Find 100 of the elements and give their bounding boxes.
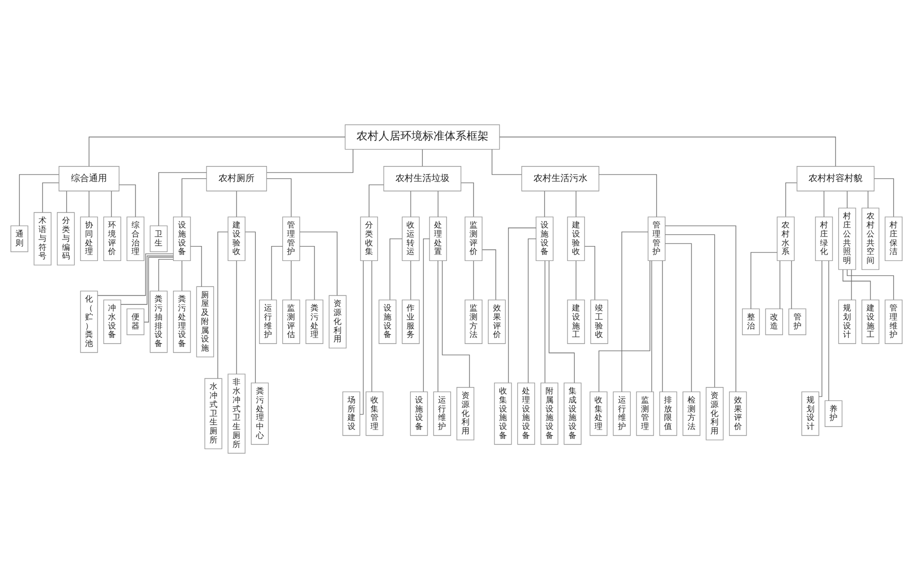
- node-box: 设施设备: [378, 299, 396, 344]
- connector: [548, 260, 575, 383]
- connector: [368, 184, 384, 217]
- connector: [662, 260, 663, 392]
- node-box: 卫生: [150, 224, 168, 252]
- connector: [842, 268, 871, 300]
- connector: [158, 258, 174, 291]
- connector: [492, 148, 522, 174]
- connector: [290, 260, 292, 300]
- node-box: 收集处理: [590, 390, 608, 436]
- connector: [528, 238, 536, 383]
- node-box: 分类收集: [360, 216, 378, 260]
- node-box: 检测方法: [682, 390, 700, 436]
- connector: [664, 242, 692, 392]
- node-box: 规划设计: [801, 390, 820, 436]
- node-box: 综合通用: [58, 166, 120, 191]
- connector: [266, 148, 354, 172]
- connector: [818, 260, 822, 396]
- connector: [66, 190, 67, 212]
- node-box: 粪污处理中心: [250, 382, 269, 444]
- node-box: 监测评价: [464, 216, 482, 260]
- connector: [482, 248, 496, 300]
- node-box: 厕屋及附属设施: [196, 286, 214, 357]
- connector: [300, 245, 315, 300]
- connector: [665, 224, 736, 392]
- connector: [19, 174, 60, 226]
- connector: [544, 260, 546, 383]
- connector: [190, 245, 202, 286]
- node-box: 村庄保洁: [884, 216, 903, 260]
- connector: [508, 227, 536, 383]
- node-box: 设施设备: [410, 390, 428, 436]
- node-box: 效果评价: [729, 390, 747, 436]
- connector: [499, 136, 836, 166]
- node-box: 农村公共空间: [862, 207, 880, 270]
- connector: [750, 252, 778, 309]
- node-box: 集成设施设备: [564, 382, 582, 444]
- connector: [300, 231, 338, 296]
- connector: [217, 231, 228, 378]
- node-box: 改造: [765, 308, 783, 335]
- node-box: 农村生活污水: [521, 166, 600, 191]
- connector: [651, 260, 652, 392]
- node-box: 建设验收: [567, 216, 585, 260]
- connector: [244, 231, 256, 383]
- connector: [423, 238, 430, 392]
- connector: [791, 260, 792, 309]
- node-box: 环境评价: [103, 216, 122, 260]
- connector: [584, 245, 596, 300]
- node-box: 运行维护: [259, 299, 277, 344]
- connector: [158, 172, 207, 226]
- node-box: 养护: [824, 400, 842, 426]
- connector: [828, 260, 830, 400]
- connector: [410, 190, 412, 217]
- node-box: 效果评价: [488, 299, 506, 344]
- connector: [846, 268, 894, 300]
- node-box: 作业服务: [402, 299, 420, 344]
- node-box: 冲水设备: [103, 299, 122, 344]
- node-box: 建设验收: [228, 216, 246, 260]
- connector: [266, 178, 292, 217]
- node-box: 运行维护: [433, 390, 452, 436]
- node-box: 管护: [788, 308, 806, 335]
- connector: [120, 255, 174, 304]
- node-box: 收运转运: [402, 216, 420, 260]
- node-box: 规划设计: [838, 299, 856, 344]
- node-box: 建设施工: [862, 299, 880, 344]
- node-box: 管理管护: [648, 216, 666, 260]
- node-box: 村庄绿化: [815, 216, 833, 260]
- node-box: 粪污处理: [306, 299, 324, 344]
- connector: [544, 190, 545, 217]
- node-box: 农村厕所: [206, 166, 267, 191]
- node-box: 术语与符号: [34, 212, 52, 265]
- node-box: 竣工验收: [590, 299, 608, 344]
- node-box: 处理设施设备: [517, 382, 536, 444]
- connector: [598, 260, 650, 392]
- node-box: 收集管理: [366, 390, 384, 436]
- node-box: 监测方法: [464, 299, 482, 344]
- node-box: 农村生活垃圾: [383, 166, 462, 191]
- connector: [422, 148, 423, 166]
- node-box: 协同处理: [80, 216, 98, 260]
- node-box: 管理维护: [884, 299, 903, 344]
- connector: [42, 182, 60, 212]
- connector: [410, 260, 412, 300]
- node-box: 便器: [126, 308, 144, 335]
- node-box: 场所建设: [342, 390, 360, 436]
- connector: [473, 260, 474, 300]
- node-box: 整治: [742, 308, 760, 335]
- node-box: 设施设备: [173, 216, 191, 260]
- connector: [111, 190, 112, 217]
- node-box: 处理处置: [429, 216, 447, 260]
- connector: [118, 184, 136, 217]
- node-box: 水冲式卫生厕所: [204, 378, 222, 449]
- connector: [88, 136, 346, 166]
- connector: [97, 252, 174, 296]
- connector: [88, 190, 90, 217]
- connector: [846, 190, 848, 208]
- node-box: 建设施工: [567, 299, 585, 344]
- connector: [182, 178, 207, 217]
- connector: [874, 178, 894, 217]
- node-box: 村庄公共照明: [838, 207, 856, 270]
- node-box: 农村人居环境标准体系框架: [344, 124, 500, 150]
- connector: [621, 231, 648, 392]
